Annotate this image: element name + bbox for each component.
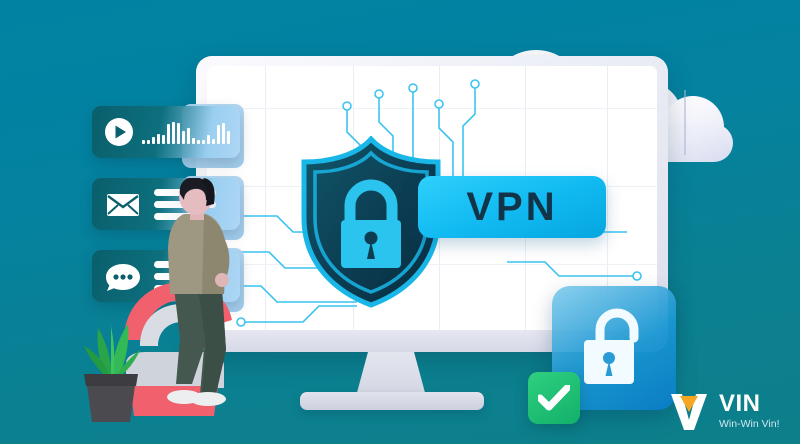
vpn-badge-label: VPN (466, 184, 558, 229)
play-button-icon (105, 118, 133, 146)
vin-logo[interactable]: VIN Win-Win Vin! (668, 388, 790, 434)
logo-text: VIN Win-Win Vin! (719, 392, 779, 430)
monitor-chin (196, 330, 668, 352)
open-padlock-icon (584, 308, 639, 384)
potted-plant (84, 324, 140, 422)
media-card (92, 106, 240, 158)
chat-bubble-icon (106, 264, 140, 291)
logo-tagline: Win-Win Vin! (719, 418, 780, 431)
check-card (528, 372, 580, 424)
vin-v-logo-icon (671, 394, 707, 430)
shield-lock-icon (296, 135, 446, 308)
lock-card (552, 286, 676, 410)
audio-waveform (142, 120, 230, 144)
checkmark-icon (538, 385, 570, 411)
standing-person (167, 178, 230, 406)
monitor-stand-base (300, 392, 484, 410)
vpn-badge: VPN (418, 176, 606, 238)
logo-brand: VIN (719, 390, 761, 418)
envelope-icon (107, 194, 139, 216)
